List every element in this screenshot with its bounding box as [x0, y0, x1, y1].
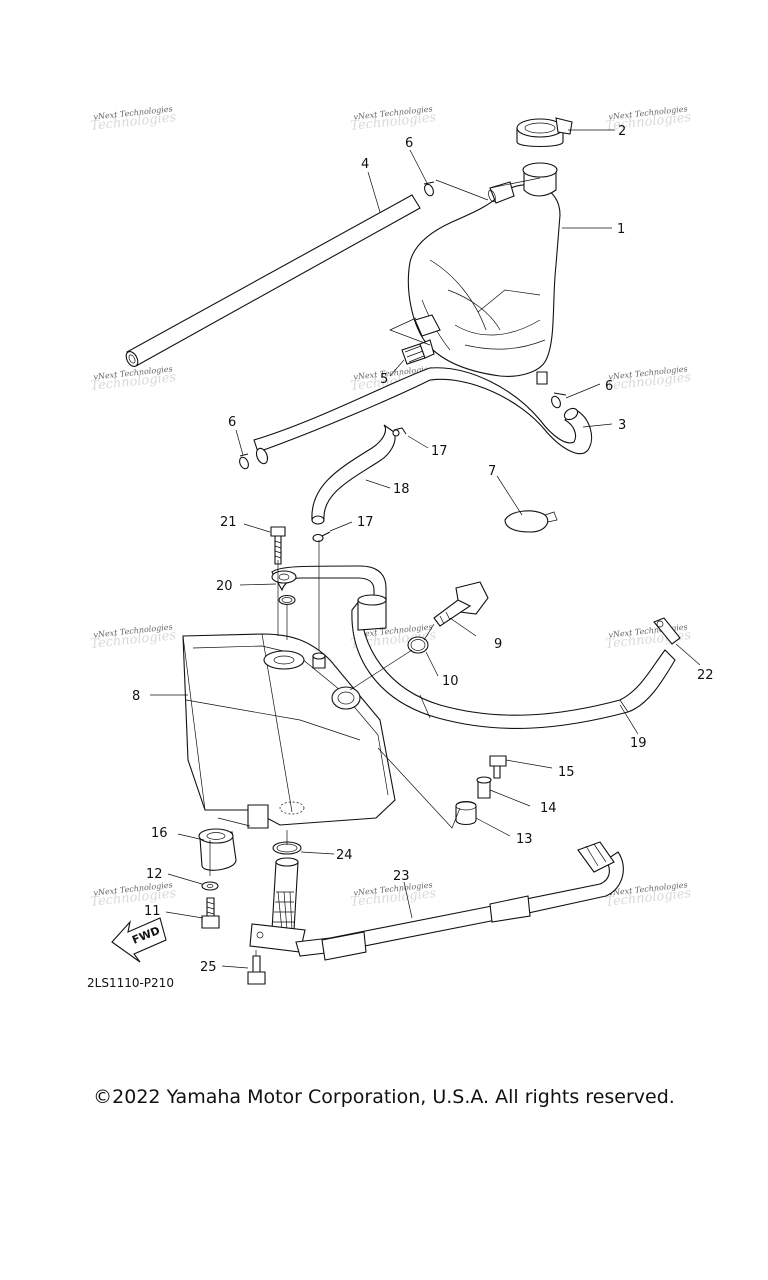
callout-8[interactable]: 8 [132, 689, 140, 704]
part-hose-18 [311, 424, 396, 525]
diagram-code: 2LS1110-P210 [87, 976, 174, 990]
part-breather-pipe [125, 194, 421, 367]
callout-9[interactable]: 9 [494, 637, 502, 652]
callout-21[interactable]: 21 [220, 515, 237, 530]
part-plug-9 [433, 581, 489, 627]
part-collar-14 [476, 776, 492, 799]
part-washer-12 [201, 881, 219, 891]
part-clamp-right [551, 392, 567, 409]
callout-10[interactable]: 10 [442, 674, 459, 689]
part-clamp-left [239, 453, 249, 470]
part-hose-3 [253, 367, 593, 465]
part-clamp-upper [423, 181, 435, 197]
part-hose-19 [351, 594, 676, 729]
callout-leaders [150, 129, 701, 969]
part-bolt-5 [401, 339, 435, 365]
callout-3[interactable]: 3 [618, 418, 626, 433]
part-reservoir-cap [516, 117, 573, 148]
callout-23[interactable]: 23 [393, 869, 410, 884]
copyright-notice: ©2022 Yamaha Motor Corporation, U.S.A. A… [93, 1086, 675, 1108]
part-oring-10 [407, 636, 429, 654]
part-reservoir-tank [407, 162, 561, 385]
callout-6[interactable]: 6 [228, 415, 236, 430]
part-plug-16 [198, 828, 237, 871]
callout-22[interactable]: 22 [697, 668, 714, 683]
assembly-lines [209, 177, 541, 956]
callout-19[interactable]: 19 [630, 736, 647, 751]
callout-11[interactable]: 11 [144, 904, 161, 919]
callout-13[interactable]: 13 [516, 832, 533, 847]
part-pipe-23 [295, 841, 624, 961]
part-bolt-25 [247, 955, 266, 985]
callout-16[interactable]: 16 [151, 826, 168, 841]
callout-20[interactable]: 20 [216, 579, 233, 594]
callout-17[interactable]: 17 [431, 444, 448, 459]
part-oil-tank [182, 633, 396, 829]
part-oil-strainer [249, 857, 306, 953]
part-bolt-11 [201, 897, 220, 929]
part-clamp-17-upper [392, 427, 407, 437]
callout-24[interactable]: 24 [336, 848, 353, 863]
callout-17[interactable]: 17 [357, 515, 374, 530]
callouts: 1 2 3 4 5 6 6 6 7 8 9 10 11 12 13 14 15 … [132, 124, 714, 975]
part-grommet-13 [455, 800, 477, 826]
callout-2[interactable]: 2 [618, 124, 626, 139]
callout-7[interactable]: 7 [488, 464, 496, 479]
part-clamp-17-lower [312, 531, 331, 543]
callout-14[interactable]: 14 [540, 801, 557, 816]
part-clip-22 [653, 617, 681, 645]
callout-18[interactable]: 18 [393, 482, 410, 497]
callout-25[interactable]: 25 [200, 960, 217, 975]
fwd-arrow: FWD [111, 917, 167, 963]
callout-5[interactable]: 5 [380, 372, 388, 387]
part-bolt-15 [489, 755, 507, 779]
callout-15[interactable]: 15 [558, 765, 575, 780]
part-oring-20 [278, 594, 296, 606]
callout-12[interactable]: 12 [146, 867, 163, 882]
callout-1[interactable]: 1 [617, 222, 625, 237]
callout-6[interactable]: 6 [605, 379, 613, 394]
callout-4[interactable]: 4 [361, 157, 369, 172]
part-hose-clip [504, 510, 558, 533]
callout-6[interactable]: 6 [405, 136, 413, 151]
part-bolt-21 [270, 526, 286, 565]
